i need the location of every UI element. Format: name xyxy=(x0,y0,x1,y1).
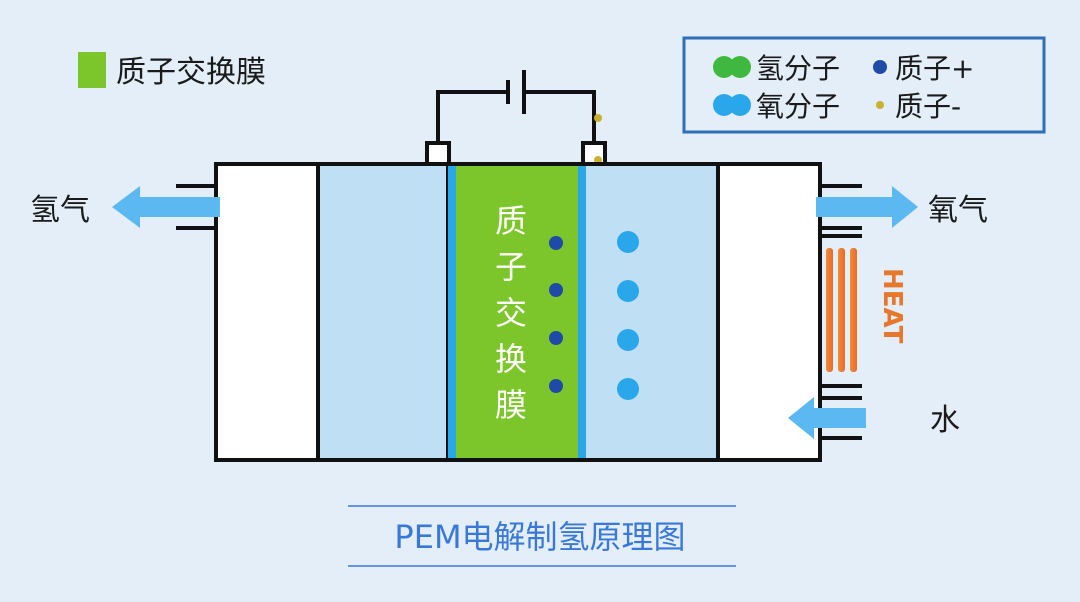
power-circuit xyxy=(436,70,596,146)
hydrogen-molecule-icon xyxy=(713,56,735,78)
water-in-arrow xyxy=(788,397,866,439)
membrane-legend-swatch xyxy=(78,52,106,88)
oxygen-out-arrow xyxy=(816,186,918,228)
proton-minus-label: 质子- xyxy=(895,90,961,123)
diagram-caption: PEM电解制氢原理图 xyxy=(394,518,685,556)
membrane-right-electrode xyxy=(578,166,586,458)
proton-plus-icon xyxy=(873,60,887,74)
oxygen-gas-label: 氧气 xyxy=(928,193,988,228)
svg-text:换: 换 xyxy=(495,340,527,378)
proton-minus-icon xyxy=(876,101,884,109)
heat-label: HEAT xyxy=(877,268,907,344)
oxygen-outlet-pipe xyxy=(820,184,862,230)
proton-exchange-membrane xyxy=(456,166,578,458)
left-terminal xyxy=(425,141,451,167)
hydrogen-molecule-label: 氢分子 xyxy=(756,52,840,85)
svg-text:膜: 膜 xyxy=(495,386,527,424)
anode-chamber xyxy=(316,162,450,462)
oxygen-molecule-label: 氧分子 xyxy=(756,90,840,123)
svg-text:交: 交 xyxy=(495,294,527,332)
right-terminal xyxy=(581,141,607,167)
proton-plus-label: 质子+ xyxy=(895,52,974,85)
cathode-chamber xyxy=(582,162,720,462)
hydrogen-outlet-pipe xyxy=(176,184,216,230)
heater-element xyxy=(820,234,862,388)
hydrogen-out-arrow xyxy=(112,186,220,228)
membrane-left-electrode xyxy=(448,166,456,458)
water-inlet-pipe xyxy=(820,396,862,440)
hydrogen-gas-label: 氢气 xyxy=(30,193,90,228)
membrane-legend-label: 质子交换膜 xyxy=(116,55,266,90)
svg-text:质: 质 xyxy=(495,202,527,240)
membrane-vertical-label: 质 子 交 换 膜 xyxy=(495,202,527,424)
oxygen-molecule-icon xyxy=(713,94,735,116)
protons-in-membrane xyxy=(549,236,563,393)
molecule-legend: 氢分子 质子+ 氧分子 质子- xyxy=(682,36,1046,134)
svg-text:子: 子 xyxy=(495,248,527,286)
oxygen-bubbles xyxy=(617,231,639,400)
water-label: 水 xyxy=(930,403,960,438)
